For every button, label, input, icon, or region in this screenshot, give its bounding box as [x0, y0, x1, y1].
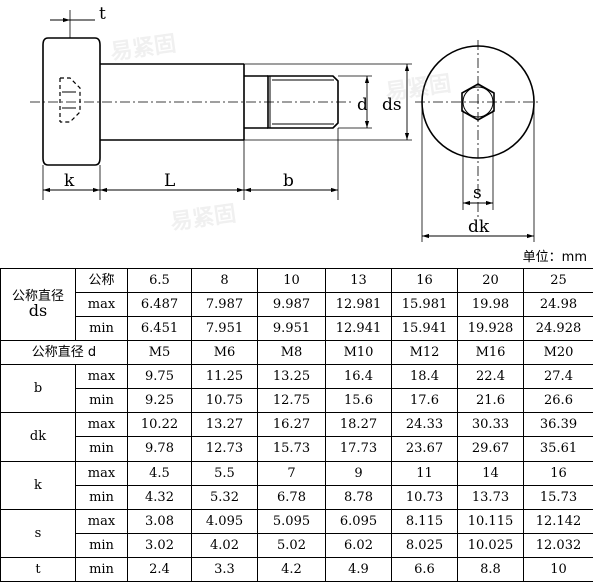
label-d: d	[357, 95, 368, 115]
socket-hidden-line	[60, 77, 81, 123]
table-row: b max 9.75 11.25 13.25 16.4 18.4 22.4 27…	[0, 364, 593, 414]
table-row: min 3.02 4.02 5.02 6.02 8.025 10.025 12.…	[1, 532, 593, 558]
label-k: k	[64, 171, 75, 191]
label-t: t	[99, 4, 106, 24]
table-row: min 9.78 12.73 15.73 17.73 23.67 29.67 3…	[1, 436, 593, 462]
table-row: max 6.487 7.987 9.987 12.981 15.981 19.9…	[1, 292, 593, 318]
table-row: t min 2.4 3.3 4.2 4.9 6.6 8.8 10	[0, 556, 593, 582]
unit-label: 单位：mm	[522, 250, 587, 265]
thread-outline	[267, 75, 339, 129]
s-param-cell: s	[0, 508, 76, 558]
table-row: dk max 10.22 13.27 16.27 18.27 24.33 30.…	[0, 412, 593, 462]
table-row: min 9.25 10.75 12.75 15.6 17.6 21.6 26.6	[1, 388, 593, 414]
table-row: k max 4.5 5.5 7 9 11 14 16	[0, 460, 593, 510]
label-b: b	[283, 171, 294, 191]
table-row: s max 3.08 4.095 5.095 6.095 8.115 10.11…	[0, 508, 593, 558]
t-param-cell: t	[0, 556, 76, 582]
table-row: min 4.32 5.32 6.78 8.78 10.73 13.73 15.7…	[1, 484, 593, 510]
head-end-view	[421, 45, 535, 159]
screw-head-outline	[42, 37, 101, 166]
label-L: L	[164, 171, 175, 191]
label-dk: dk	[468, 217, 490, 237]
label-s: s	[473, 183, 482, 203]
dk-param-cell: dk	[0, 412, 76, 462]
table-row: 公称直径 d M5 M6 M8 M10 M12 M16 M20	[0, 340, 593, 366]
hex-socket-icon	[461, 83, 495, 121]
k-param-cell: k	[0, 460, 76, 510]
label-ds: ds	[382, 95, 402, 115]
b-param-cell: b	[0, 364, 76, 414]
d-param-cell: 公称直径 d	[0, 340, 128, 366]
shoulder-screw-drawing: t k L b d ds s dk	[30, 4, 540, 242]
table-row: min 6.451 7.951 9.951 12.941 15.941 19.9…	[1, 316, 593, 342]
